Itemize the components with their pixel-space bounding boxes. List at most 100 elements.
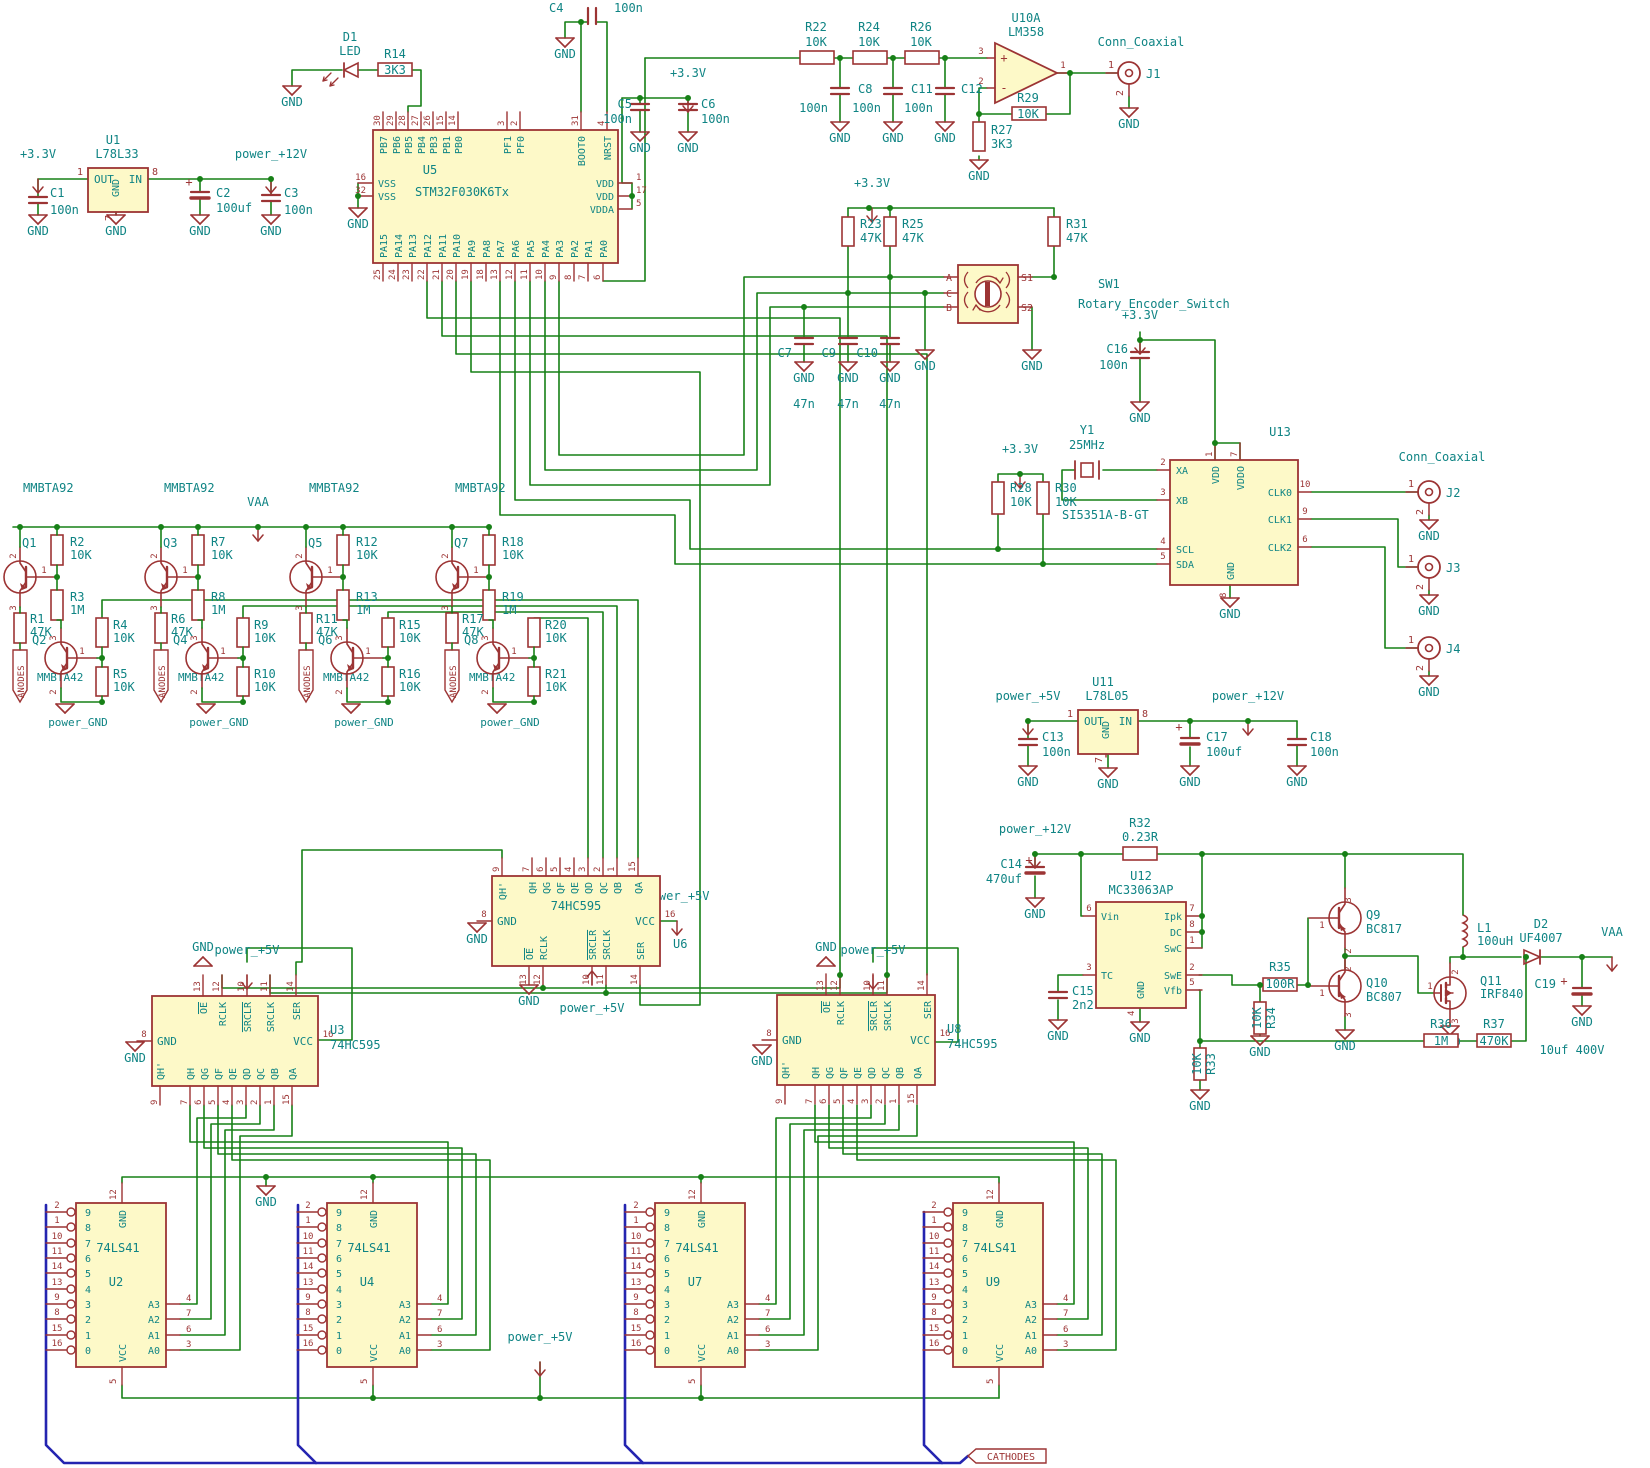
gnd-symbol[interactable] [341,703,352,714]
gnd-symbol[interactable] [256,1185,267,1196]
gnd-symbol[interactable] [639,131,650,142]
gnd-symbol[interactable] [487,703,498,714]
resistor-body[interactable] [299,612,313,644]
gnd-symbol[interactable] [205,703,216,714]
gnd-symbol[interactable] [1031,349,1042,360]
resistor-body[interactable] [1193,1047,1207,1081]
coax-connector[interactable] [1417,636,1441,660]
component-U4[interactable] [326,1202,418,1368]
gnd-symbol[interactable] [125,1041,136,1052]
gnd-symbol[interactable] [1130,1021,1141,1032]
gnd-symbol[interactable] [880,361,891,372]
opamp[interactable] [994,41,1060,105]
component-U13[interactable] [1169,459,1299,586]
power-symbol[interactable] [265,186,277,194]
gnd-symbol[interactable] [348,207,359,218]
gnd-symbol[interactable] [1428,675,1439,686]
resistor-body[interactable] [445,612,459,644]
gnd-symbol[interactable] [678,131,689,142]
gnd-symbol[interactable] [1027,765,1038,776]
gnd-symbol[interactable] [1107,767,1118,778]
resistor-body[interactable] [95,617,109,648]
gnd-symbol[interactable] [1022,349,1033,360]
gnd-symbol[interactable] [830,121,841,132]
gnd-symbol[interactable] [1139,401,1150,412]
resistor-body[interactable] [236,617,250,648]
component-U12[interactable] [1095,901,1187,1009]
led-diode[interactable] [342,61,359,79]
gnd-symbol[interactable] [476,922,487,933]
resistor-body[interactable] [1011,106,1047,121]
gnd-symbol[interactable] [1428,594,1439,605]
gnd-symbol[interactable] [915,349,926,360]
resistor-body[interactable] [95,666,109,697]
resistor-body[interactable] [13,612,27,644]
gnd-symbol[interactable] [1419,675,1430,686]
gnd-symbol[interactable] [924,349,935,360]
gnd-symbol[interactable] [291,85,302,96]
resistor-body[interactable] [1476,1033,1512,1048]
resistor-body[interactable] [527,666,541,697]
power-symbol[interactable] [1134,347,1146,355]
power-symbol[interactable] [682,105,694,113]
component-U11[interactable] [1077,709,1139,755]
gnd-symbol[interactable] [519,984,530,995]
resistor-body[interactable] [1047,216,1061,247]
gnd-symbol[interactable] [794,361,805,372]
gnd-symbol[interactable] [838,361,849,372]
resistor-body[interactable] [841,216,855,247]
gnd-symbol[interactable] [467,922,478,933]
component-U7[interactable] [654,1202,746,1368]
resistor-body[interactable] [527,617,541,648]
gnd-symbol[interactable] [1190,1089,1201,1100]
gnd-symbol[interactable] [350,703,361,714]
gnd-symbol[interactable] [944,121,955,132]
gnd-symbol[interactable] [202,956,213,967]
gnd-symbol[interactable] [839,121,850,132]
net-label-cathodes[interactable] [966,1448,1047,1464]
gnd-symbol[interactable] [1419,519,1430,530]
power-symbol[interactable] [1014,481,1026,489]
power-symbol[interactable] [1242,728,1254,736]
gnd-symbol[interactable] [1296,765,1307,776]
resistor-body[interactable] [154,612,168,644]
resistor-body[interactable] [1423,1033,1459,1048]
resistor-body[interactable] [50,589,64,621]
power-symbol[interactable] [671,928,683,936]
gnd-symbol[interactable] [883,121,894,132]
resistor-body[interactable] [336,534,350,566]
gnd-symbol[interactable] [1344,1029,1355,1040]
gnd-symbol[interactable] [969,159,980,170]
gnd-symbol[interactable] [1428,519,1439,530]
gnd-symbol[interactable] [1130,401,1141,412]
resistor-body[interactable] [1122,846,1158,861]
resistor-body[interactable] [381,666,395,697]
component-U9[interactable] [952,1202,1044,1368]
gnd-symbol[interactable] [64,703,75,714]
power-symbol[interactable] [252,534,264,542]
gnd-symbol[interactable] [28,214,39,225]
resistor-body[interactable] [236,666,250,697]
gnd-symbol[interactable] [190,214,201,225]
resistor-body[interactable] [799,50,835,65]
gnd-symbol[interactable] [37,214,48,225]
gnd-symbol[interactable] [265,1185,276,1196]
gnd-symbol[interactable] [1287,765,1298,776]
gnd-symbol[interactable] [1119,107,1130,118]
resistor-body[interactable] [377,62,413,77]
gnd-symbol[interactable] [1048,1019,1059,1030]
resistor-body[interactable] [482,534,496,566]
coax-connector[interactable] [1417,555,1441,579]
component-U5[interactable] [372,129,619,264]
gnd-symbol[interactable] [357,207,368,218]
resistor-body[interactable] [50,534,64,566]
gnd-symbol[interactable] [687,131,698,142]
resistor-body[interactable] [1036,481,1050,515]
net-label-anodes[interactable] [298,649,314,704]
power-symbol[interactable] [1022,728,1034,736]
gnd-symbol[interactable] [1199,1089,1210,1100]
gnd-symbol[interactable] [1034,897,1045,908]
gnd-symbol[interactable] [555,37,566,48]
component-U8[interactable] [776,994,936,1086]
gnd-symbol[interactable] [892,121,903,132]
